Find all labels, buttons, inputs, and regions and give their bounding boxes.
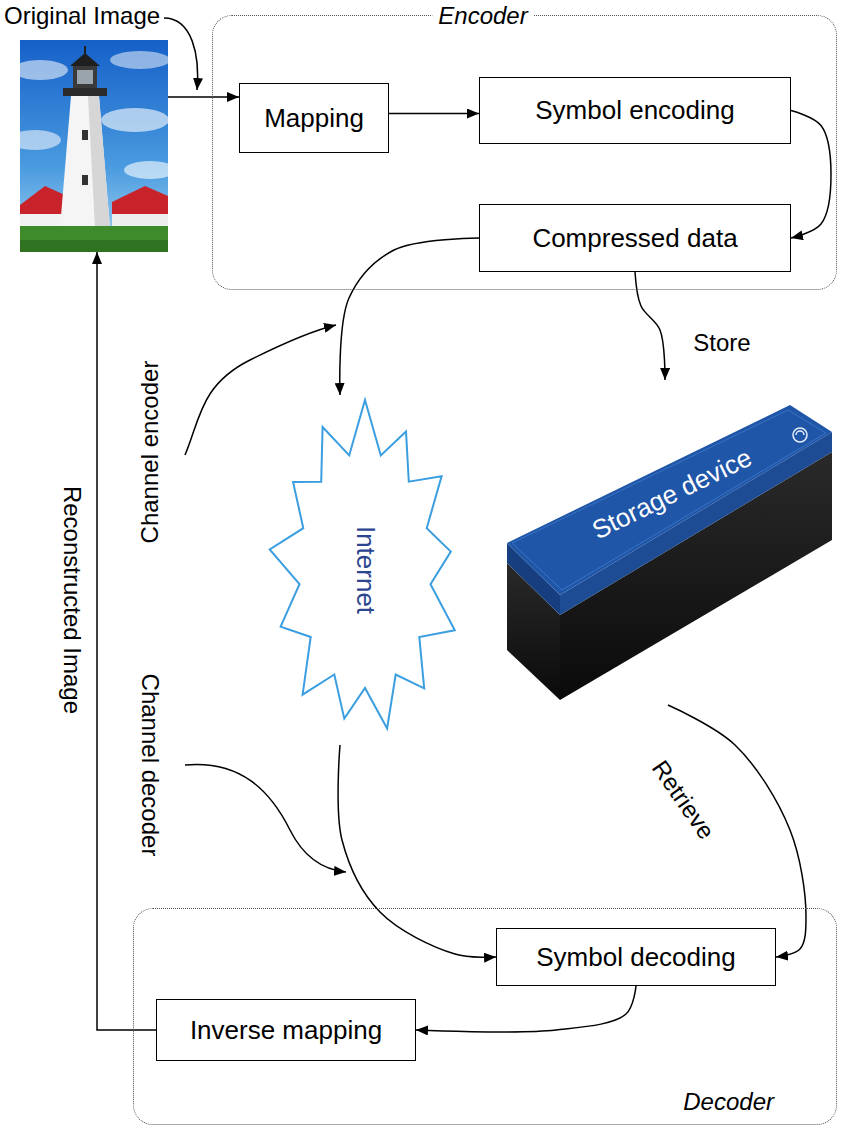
cloud bbox=[110, 51, 168, 69]
gallery bbox=[63, 88, 107, 96]
process-box: Compressed data bbox=[479, 204, 791, 272]
node-label: Symbol encoding bbox=[535, 95, 734, 126]
node-label: Storage device bbox=[587, 442, 756, 546]
node-label: Inverse mapping bbox=[190, 1015, 382, 1046]
cloud bbox=[20, 60, 68, 80]
flow-arrow bbox=[635, 272, 665, 380]
node-label: Mapping bbox=[264, 103, 364, 134]
node-label: Symbol decoding bbox=[536, 942, 735, 973]
flow-arrow bbox=[389, 113, 479, 115]
node-label: Internet bbox=[350, 526, 381, 614]
red-roof bbox=[112, 186, 168, 216]
leader-line bbox=[185, 764, 346, 872]
device-logo bbox=[796, 431, 804, 435]
network-cloud: Internet bbox=[265, 395, 465, 745]
tower-shade bbox=[88, 96, 110, 228]
device-logo bbox=[793, 428, 807, 442]
flow-arrow bbox=[338, 745, 496, 957]
flow-arrow bbox=[340, 238, 479, 395]
callout-label: Channel encoder bbox=[137, 361, 163, 544]
finial bbox=[84, 46, 86, 54]
process-box: Mapping bbox=[239, 83, 389, 153]
encoder-region: EncoderMappingSymbol encodingCompressed … bbox=[212, 15, 837, 290]
connector-label: Retrieve bbox=[647, 756, 720, 844]
flow-arrow bbox=[416, 986, 636, 1032]
grass bbox=[20, 226, 168, 252]
cloud bbox=[101, 108, 168, 132]
tower-window bbox=[82, 130, 88, 140]
cloud bbox=[20, 130, 61, 150]
image-caption: Original Image bbox=[4, 2, 160, 30]
callout-label: Channel decoder bbox=[137, 674, 163, 857]
lantern-cap bbox=[70, 53, 100, 66]
flow-arrow bbox=[168, 96, 239, 98]
flow-arrow bbox=[791, 111, 831, 239]
leader-line bbox=[164, 18, 198, 90]
region-title: Decoder bbox=[683, 1088, 774, 1116]
lighthouse-photo bbox=[20, 40, 168, 252]
node-label: Compressed data bbox=[532, 223, 737, 254]
region-title: Encoder bbox=[432, 2, 533, 30]
process-box: Symbol decoding bbox=[496, 928, 776, 986]
leader-line bbox=[185, 325, 336, 455]
process-box: Inverse mapping bbox=[156, 999, 416, 1061]
cloud bbox=[124, 161, 168, 179]
decoder-region: Decoder Symbol decodingInverse mapping bbox=[133, 908, 837, 1125]
lantern-glass bbox=[77, 70, 93, 84]
device-top bbox=[507, 405, 832, 595]
house-wall bbox=[112, 214, 168, 228]
image-node: Original Image bbox=[20, 40, 168, 252]
lantern bbox=[73, 66, 97, 88]
connector-label: Reconstructed Image bbox=[59, 486, 85, 714]
process-box: Symbol encoding bbox=[479, 77, 791, 144]
connector-label: Store bbox=[693, 330, 750, 356]
storage-device-picture bbox=[507, 405, 832, 700]
burst-shape bbox=[270, 400, 455, 729]
grass-shade bbox=[20, 240, 168, 252]
storage-node: Storage device bbox=[505, 380, 838, 705]
tower-window bbox=[82, 175, 88, 185]
tower bbox=[60, 96, 110, 228]
device-top-highlight bbox=[512, 410, 826, 590]
